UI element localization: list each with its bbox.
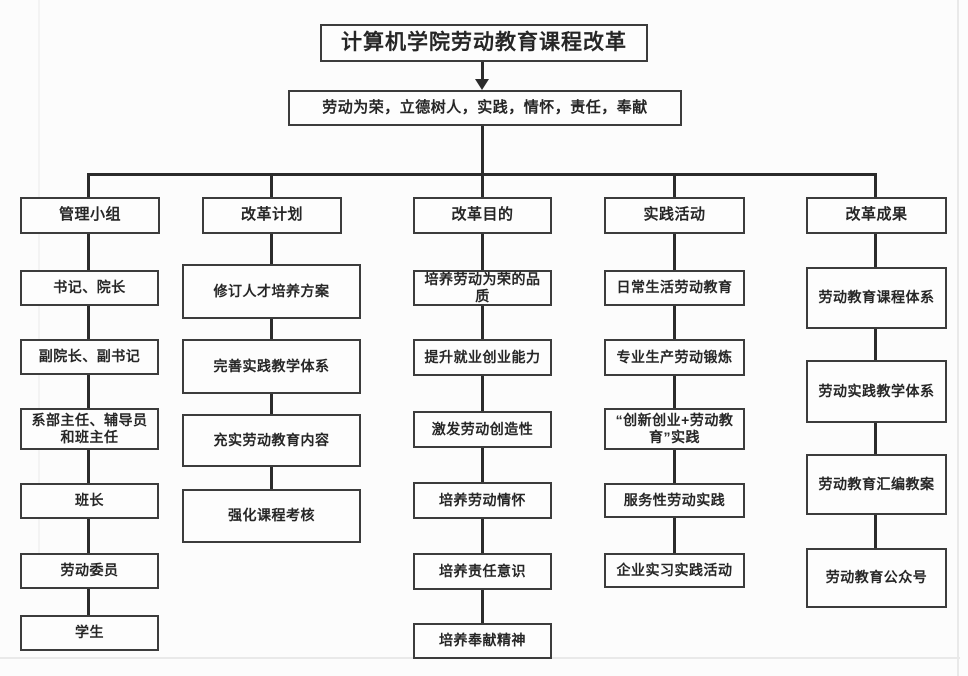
flow-node: 系部主任、辅导员和班主任 — [20, 408, 159, 450]
flow-node: 劳动委员 — [20, 553, 159, 589]
connector-line — [481, 62, 484, 81]
flow-node: 充实劳动教育内容 — [182, 414, 361, 467]
connector-line — [481, 448, 484, 482]
flow-node: 企业实习实践活动 — [604, 553, 745, 588]
connector-line — [874, 175, 877, 197]
page-edge-right — [957, 0, 959, 676]
flow-node: 副院长、副书记 — [20, 339, 159, 375]
flow-node: 培养劳动为荣的品质 — [413, 270, 552, 306]
connector-line — [481, 590, 484, 623]
connector-line — [874, 329, 877, 360]
connector-line — [270, 175, 273, 197]
connector-line — [87, 175, 90, 197]
flow-node: “创新创业+劳动教育”实践 — [604, 408, 745, 450]
flow-node: 劳动教育课程体系 — [806, 267, 947, 329]
connector-line — [673, 175, 676, 197]
connector-line — [87, 306, 90, 339]
connector-line — [270, 319, 273, 339]
connector-line — [87, 519, 90, 553]
connector-line — [673, 234, 676, 270]
flow-node: 强化课程考核 — [182, 489, 361, 543]
flow-node: 劳动实践教学体系 — [806, 360, 947, 423]
connector-line — [673, 376, 676, 408]
column-header-reform-plan: 改革计划 — [202, 197, 342, 234]
column-header-reform-results: 改革成果 — [806, 197, 947, 234]
connector-line — [87, 589, 90, 615]
flow-node: 修订人才培养方案 — [182, 264, 361, 319]
connector-line — [270, 394, 273, 414]
connector-line — [481, 175, 484, 197]
column-header-practice-activities: 实践活动 — [604, 197, 745, 234]
flow-node: 书记、院长 — [20, 270, 159, 306]
flow-node: 班长 — [20, 483, 159, 519]
motto-box: 劳动为荣，立德树人，实践，情怀，责任，奉献 — [288, 90, 682, 126]
diagram-title-box: 计算机学院劳动教育课程改革 — [320, 24, 648, 62]
flow-node: 服务性劳动实践 — [604, 483, 745, 518]
flow-node: 日常生活劳动教育 — [604, 270, 745, 306]
connector-line — [87, 375, 90, 408]
flow-node: 培养责任意识 — [413, 553, 552, 590]
flow-node: 培养劳动情怀 — [413, 482, 552, 519]
flow-node: 学生 — [20, 615, 159, 651]
flow-node: 劳动教育汇编教案 — [806, 454, 947, 515]
flow-node: 专业生产劳动锻炼 — [604, 339, 745, 376]
connector-line — [87, 450, 90, 483]
connector-line — [874, 515, 877, 548]
connector-line — [874, 423, 877, 454]
connector-line — [481, 234, 484, 270]
arrow-down-icon — [475, 79, 489, 90]
flow-node: 激发劳动创造性 — [413, 411, 552, 448]
connector-line — [673, 450, 676, 483]
flow-node: 完善实践教学体系 — [182, 339, 361, 394]
flow-node: 培养奉献精神 — [413, 623, 552, 659]
connector-line — [270, 467, 273, 489]
column-header-management-group: 管理小组 — [20, 197, 160, 234]
connector-line — [481, 306, 484, 339]
connector-line — [87, 234, 90, 270]
connector-line — [270, 234, 273, 264]
flow-node: 劳动教育公众号 — [806, 548, 947, 608]
connector-line — [481, 519, 484, 553]
connector-line — [481, 376, 484, 411]
connector-line — [87, 173, 877, 176]
connector-line — [874, 234, 877, 267]
flow-node: 提升就业创业能力 — [413, 339, 552, 376]
connector-line — [673, 518, 676, 553]
connector-line — [481, 126, 484, 175]
column-header-reform-purpose: 改革目的 — [413, 197, 552, 234]
connector-line — [673, 306, 676, 339]
